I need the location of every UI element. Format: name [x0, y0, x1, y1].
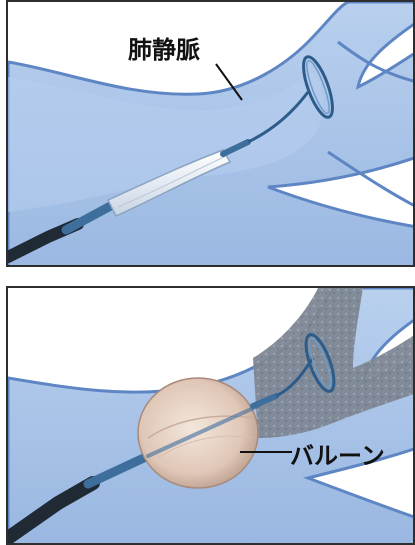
bottom-illustration: [8, 288, 415, 545]
bottom-panel: [6, 286, 415, 545]
top-illustration: [8, 2, 415, 267]
balloon-label: バルーン: [290, 436, 385, 471]
pulmonary-vein-label: 肺静脈: [128, 30, 200, 65]
top-panel: 肺静脈: [6, 0, 415, 267]
